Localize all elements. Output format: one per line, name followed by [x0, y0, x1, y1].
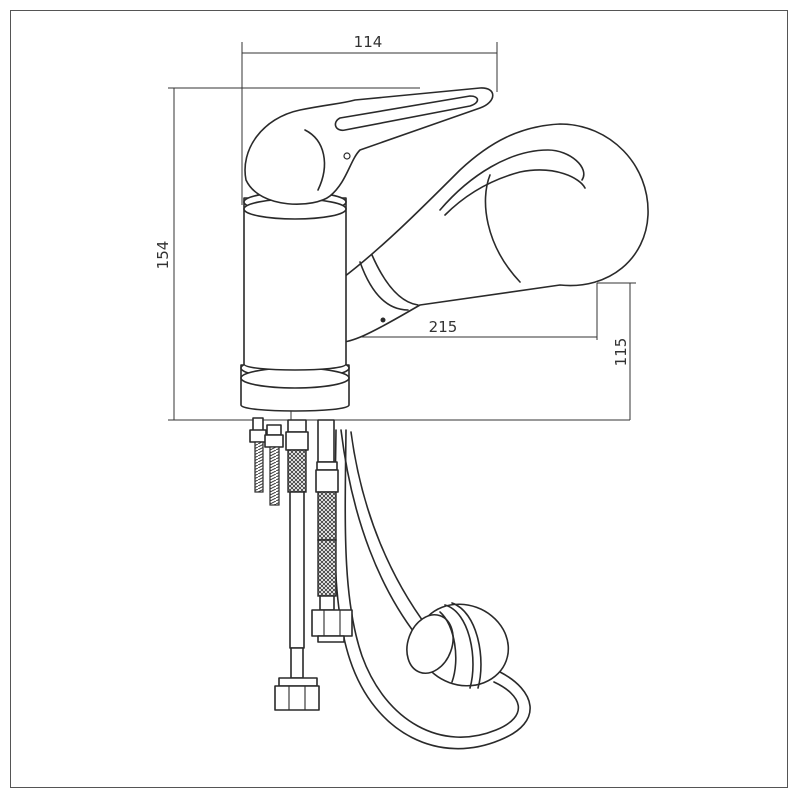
dimension-height-total: 154	[154, 87, 630, 421]
dimension-spout-height: 115	[597, 282, 636, 420]
dimension-label-spout-height: 115	[612, 338, 630, 367]
hose-weight	[406, 602, 510, 689]
dimension-label-width-top: 114	[354, 33, 383, 51]
dimension-label-reach: 215	[429, 318, 458, 336]
pull-out-spout	[324, 123, 649, 344]
pull-out-hose	[333, 429, 531, 750]
faucet-body	[240, 191, 350, 412]
drawing-border	[10, 10, 788, 788]
supply-hoses	[249, 417, 353, 711]
lever-handle	[244, 87, 494, 205]
dimension-width-top: 114	[241, 33, 498, 205]
dimension-label-height-total: 154	[154, 241, 172, 270]
